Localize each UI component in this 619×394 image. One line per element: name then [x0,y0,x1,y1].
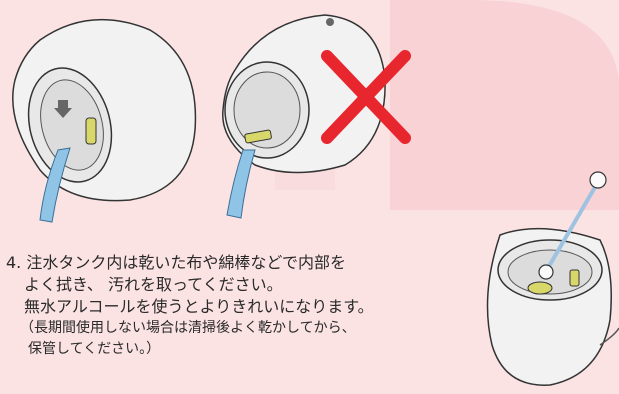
illustration-incorrect-cleaning [222,14,411,219]
cotton-swab-icon [538,171,607,280]
water-tank-icon [27,67,113,183]
step-4-line-2: よく拭き、 汚れを取ってください。 [24,275,283,294]
water-tank-icon [224,61,310,159]
red-x-icon [321,50,411,144]
cleaning-instructions: 4. 注水タンク内は乾いた布や綿棒などで内部を よく拭き、 汚れを取ってください… [6,252,446,360]
illustration-correct-cleaning [12,18,197,223]
step-4-line-1: 4. 注水タンク内は乾いた布や綿棒などで内部を [6,253,347,272]
storage-note-line-2: 保管してください。） [28,341,161,357]
step-4-line-3: 無水アルコールを使うとよりきれいになります。 [24,297,374,316]
illustration-swab-cleaning [486,171,619,386]
water-stream-icon [39,147,71,223]
storage-note-line-1: （長期間使用しない場合は清掃後よく乾かしてから、 [20,320,356,336]
water-stream-icon [226,149,256,219]
float-part-icon [85,117,97,145]
